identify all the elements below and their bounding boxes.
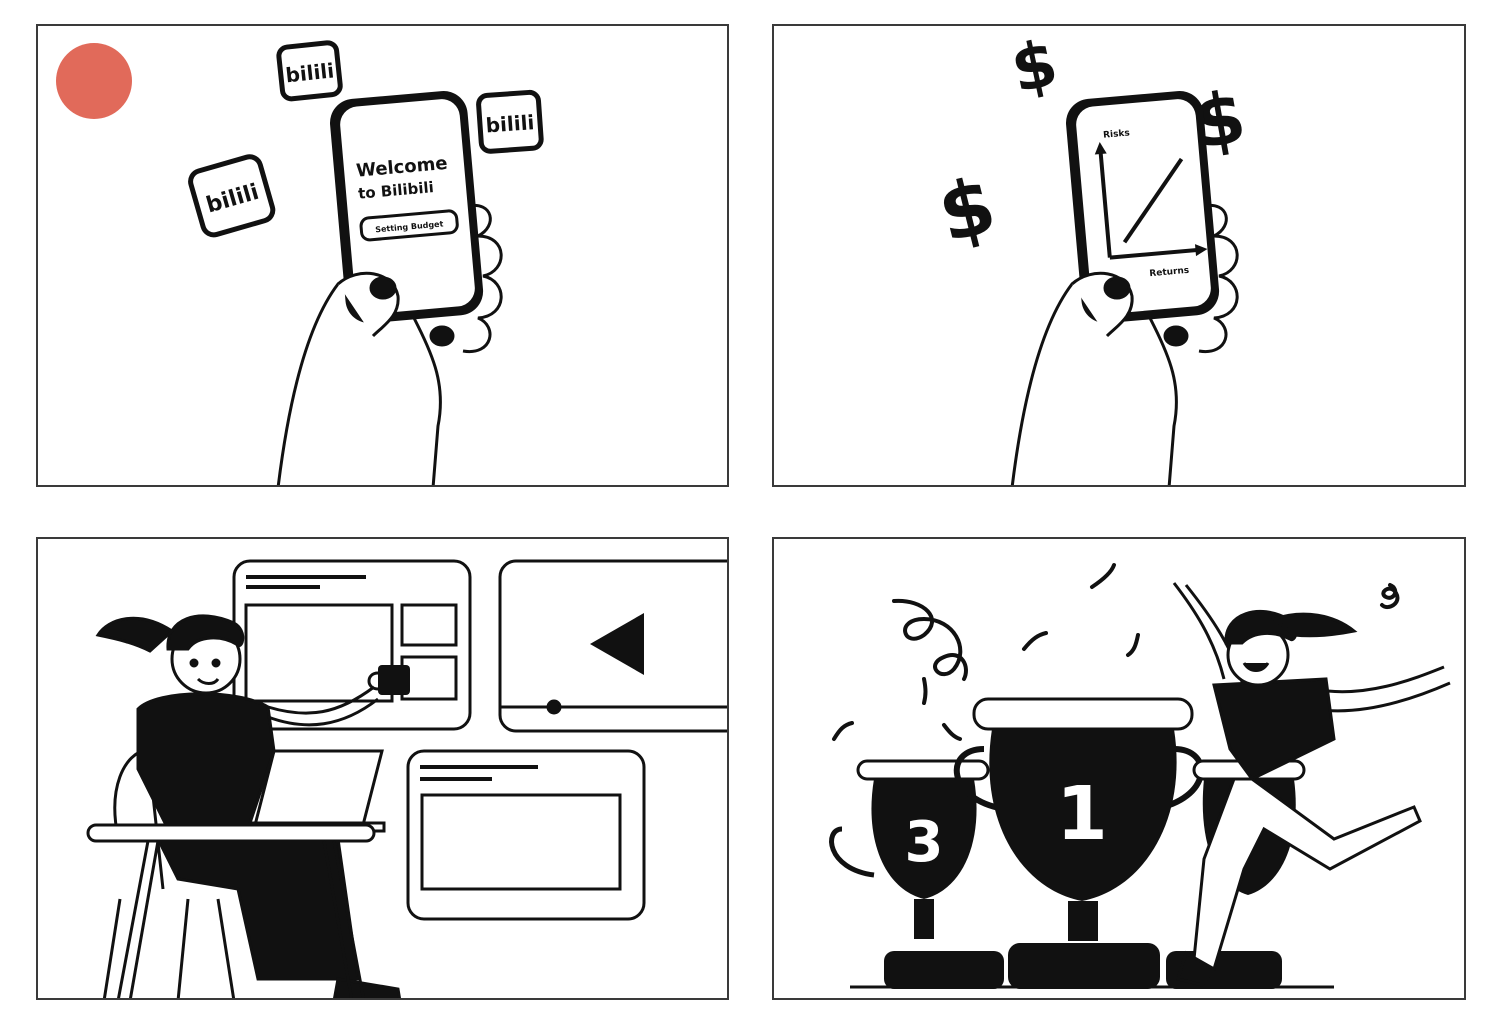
trophy-third-place: 3 bbox=[829, 759, 1004, 989]
ui-card-browser bbox=[232, 559, 472, 731]
trophy-number: 1 bbox=[1056, 771, 1108, 857]
woman-character bbox=[95, 614, 402, 998]
setting-budget-button[interactable] bbox=[359, 209, 459, 242]
thumb bbox=[336, 271, 455, 347]
coffee-cup-icon bbox=[367, 665, 410, 695]
badge-label: bilili bbox=[485, 110, 535, 137]
bilibili-badge: bilili bbox=[276, 40, 343, 102]
badge-label: bilili bbox=[284, 58, 335, 87]
trophy-first-place: 1 bbox=[953, 697, 1205, 989]
play-icon[interactable] bbox=[590, 613, 644, 675]
desk bbox=[86, 823, 376, 998]
storyboard-panel-research bbox=[36, 537, 729, 1000]
hand-illustration bbox=[276, 203, 503, 485]
storyboard-panel-risk-return: $ $ $ Risks Returns bbox=[772, 24, 1466, 487]
bilibili-badge: bilili bbox=[188, 154, 276, 238]
storyboard-panel-success: 3 1 bbox=[772, 537, 1466, 1000]
smartphone: Welcome to Bilibili Setting Budget bbox=[330, 90, 484, 324]
trophy-number: 3 bbox=[905, 810, 944, 875]
confetti bbox=[832, 563, 1400, 741]
record-dot bbox=[56, 43, 132, 119]
risk-return-chart bbox=[1094, 142, 1208, 260]
panel-1-illustration: bilili bilili bilili Welcome to Bilibili… bbox=[188, 40, 544, 485]
panel-2-illustration: $ $ $ Risks Returns bbox=[930, 27, 1252, 485]
thumb bbox=[1070, 271, 1189, 347]
dollar-sign-icon: $ bbox=[930, 160, 1004, 260]
ui-card-document bbox=[406, 749, 646, 921]
bilibili-badge: bilili bbox=[476, 89, 544, 154]
panel-3-illustration bbox=[86, 559, 727, 998]
smartphone: Risks Returns bbox=[1066, 90, 1220, 324]
woman-character bbox=[1172, 582, 1451, 987]
y-axis-label: Risks bbox=[1103, 128, 1130, 140]
panel-4-illustration: 3 1 bbox=[829, 563, 1451, 989]
dollar-sign-icon: $ bbox=[1005, 27, 1064, 109]
storyboard-panel-welcome: bilili bilili bilili Welcome to Bilibili… bbox=[36, 24, 729, 487]
x-axis-label: Returns bbox=[1149, 266, 1190, 279]
